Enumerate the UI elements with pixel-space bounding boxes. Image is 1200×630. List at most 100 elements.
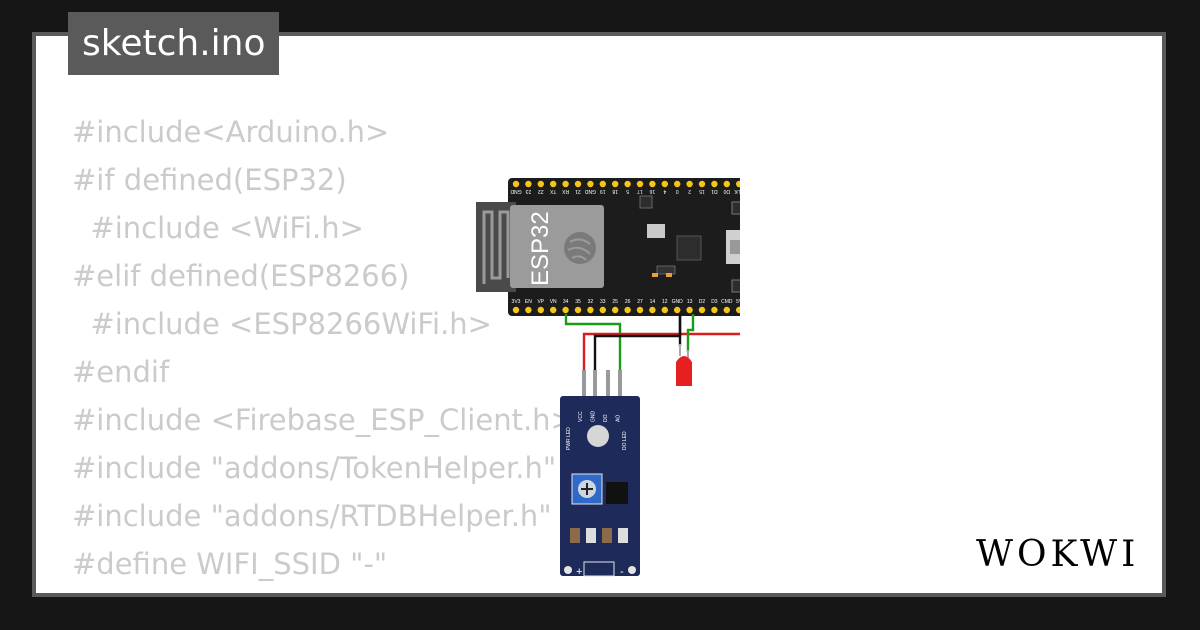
usb-port-inner <box>730 240 740 254</box>
comparator-chip <box>606 482 628 504</box>
header-pin[interactable] <box>711 306 718 314</box>
small-chip <box>639 195 653 209</box>
code-line: #elif defined(ESP8266) <box>72 259 410 293</box>
pin-label: 5 <box>626 188 629 194</box>
header-pin[interactable] <box>661 180 668 188</box>
pin-label: 4 <box>663 188 666 194</box>
header-pin[interactable] <box>599 180 606 188</box>
en-button[interactable] <box>731 279 740 293</box>
pin-label: 21 <box>575 188 581 194</box>
pin-label: 14 <box>650 299 656 305</box>
header-pin[interactable] <box>612 180 619 188</box>
code-listing: #include<Arduino.h> #if defined(ESP32) #i… <box>72 108 575 593</box>
wokwi-logo-text: WOKWI <box>976 534 1139 575</box>
header-pin[interactable] <box>599 306 606 314</box>
header-pin[interactable] <box>550 180 557 188</box>
sensor-led-label: DO LED <box>622 431 628 450</box>
pin-label: GND <box>672 299 684 305</box>
pin-label: 34 <box>563 299 569 305</box>
smd-resistor-2 <box>602 528 612 543</box>
header-pin[interactable] <box>525 180 532 188</box>
header-pin[interactable] <box>711 180 718 188</box>
pin-label: 0 <box>676 188 679 194</box>
code-line: #include "addons/RTDBHelper.h" <box>72 499 552 533</box>
pin-label: 16 <box>649 188 655 194</box>
header-pin[interactable] <box>723 306 730 314</box>
pin-label: D0 <box>723 188 730 194</box>
pin-label: 18 <box>612 188 618 194</box>
sensor-led-white <box>587 425 609 447</box>
header-pin[interactable] <box>562 180 569 188</box>
header-pin[interactable] <box>674 180 681 188</box>
header-pin[interactable] <box>736 180 740 188</box>
pin-label: 27 <box>637 299 643 305</box>
pin-label: 26 <box>625 299 631 305</box>
mounting-hole-left <box>564 566 572 574</box>
pin-label: EN <box>525 299 532 305</box>
sensor-pin-label: AO <box>616 415 622 422</box>
header-pin[interactable] <box>612 306 619 314</box>
header-pin[interactable] <box>649 180 656 188</box>
code-line: #include <Firebase_ESP_Client.h> <box>72 403 575 437</box>
pin-label: GND <box>584 188 596 194</box>
header-pin[interactable] <box>587 306 594 314</box>
code-line: #include<Arduino.h> <box>72 115 390 149</box>
header-pin[interactable] <box>723 180 730 188</box>
pin-label: 12 <box>662 299 668 305</box>
espressif-logo-swirl <box>567 238 591 261</box>
pin-label: 3V3 <box>512 299 521 305</box>
header-pin[interactable] <box>525 306 532 314</box>
header-pin[interactable] <box>661 306 668 314</box>
header-pin[interactable] <box>636 180 644 188</box>
header-pin[interactable] <box>636 306 644 314</box>
header-pin[interactable] <box>686 306 693 314</box>
header-pin[interactable] <box>574 180 582 188</box>
sensor-pin-label: DO <box>603 414 609 422</box>
regulator <box>647 224 665 238</box>
header-pin[interactable] <box>574 306 582 314</box>
red-led[interactable] <box>676 344 692 386</box>
code-line: #define WIFI_SSID "-" <box>72 547 388 581</box>
header-pin[interactable] <box>562 306 569 314</box>
pin-label: 23 <box>525 188 531 194</box>
usb-chip <box>676 235 702 261</box>
pin-label: RX <box>561 188 569 194</box>
header-pin[interactable] <box>736 306 740 314</box>
boot-button[interactable] <box>731 201 740 215</box>
code-line: #if defined(ESP32) <box>72 163 347 197</box>
sensor-minus-label: - <box>620 566 624 578</box>
smd-led-2 <box>666 273 672 277</box>
header-pin[interactable] <box>537 180 544 188</box>
pin-label: CMD <box>721 299 733 305</box>
header-pin[interactable] <box>512 180 520 188</box>
pin-label: 13 <box>687 299 693 305</box>
header-pin[interactable] <box>537 306 544 314</box>
pin-label: TX <box>549 188 556 194</box>
code-line: #define WIFI_PASSWORD "-" <box>72 588 575 593</box>
header-pin[interactable] <box>649 306 656 314</box>
code-line: #endif <box>72 355 170 389</box>
wire-green-13 <box>686 314 695 352</box>
header-pin[interactable] <box>550 306 557 314</box>
header-pin[interactable] <box>512 306 520 314</box>
wokwi-logo[interactable]: WOKWI <box>976 528 1150 580</box>
header-pin[interactable] <box>686 180 693 188</box>
wires <box>564 314 740 370</box>
mounting-hole-right <box>628 566 636 574</box>
header-pin[interactable] <box>698 180 706 188</box>
header-pin[interactable] <box>674 306 681 314</box>
pin-label: CLK <box>734 188 740 194</box>
header-pin[interactable] <box>624 306 631 314</box>
header-pin[interactable] <box>624 180 631 188</box>
code-line: #include <ESP8266WiFi.h> <box>72 307 492 341</box>
antenna-trace <box>482 210 510 284</box>
header-pin[interactable] <box>587 180 594 188</box>
smd-resistor-1 <box>570 528 580 543</box>
header-pin[interactable] <box>698 306 706 314</box>
pin-label: 35 <box>575 299 581 305</box>
file-tab[interactable]: sketch.ino <box>68 12 280 75</box>
